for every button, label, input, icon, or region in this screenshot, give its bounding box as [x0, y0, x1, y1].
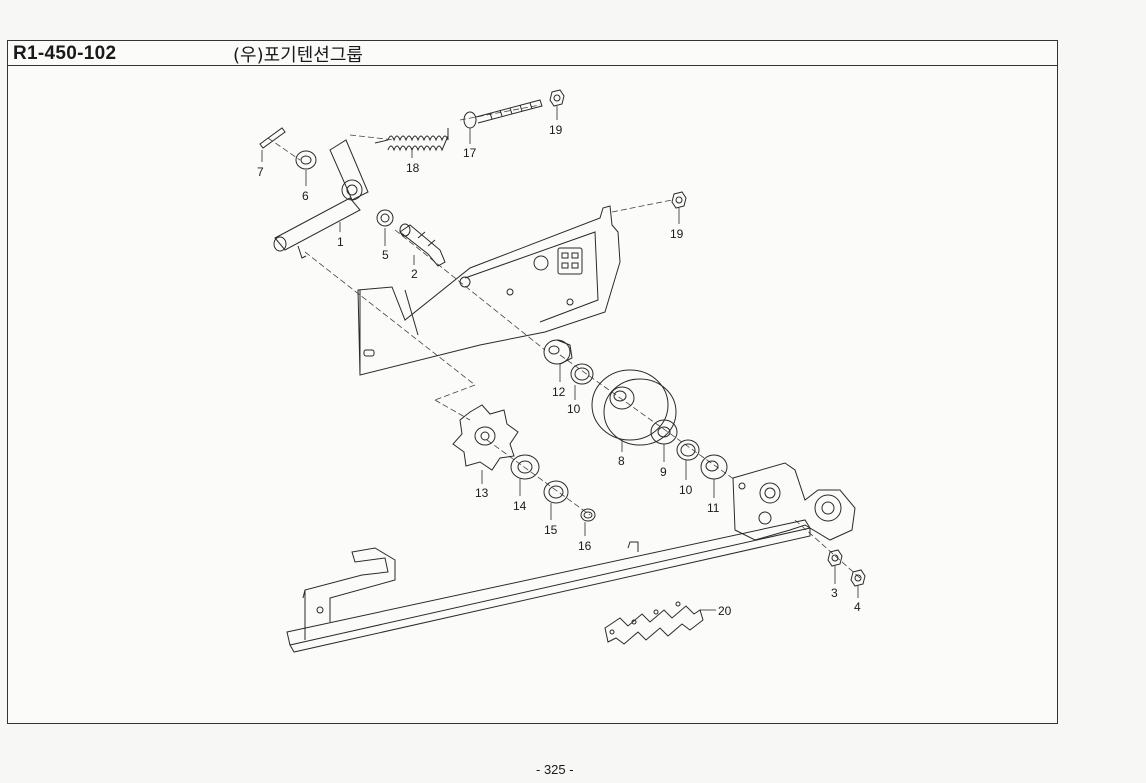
- part-3-nut: [827, 549, 843, 567]
- part-7-cotter-pin: [259, 127, 286, 149]
- label-part-7: 7: [257, 165, 264, 179]
- label-part-8: 8: [618, 454, 625, 468]
- drawing-code: R1-450-102: [13, 43, 117, 64]
- part-1-lever: [273, 139, 369, 259]
- label-part-2: 2: [411, 267, 418, 281]
- label-part-16: 16: [578, 539, 592, 553]
- assembly-guide-lines: [267, 104, 861, 579]
- part-19-nut-top: [549, 89, 565, 107]
- part-20-chain: [604, 601, 704, 645]
- leader-lines: [261, 106, 859, 611]
- label-part-19-top: 19: [549, 123, 563, 137]
- part-12-spacer: [543, 339, 573, 365]
- label-part-1: 1: [337, 235, 344, 249]
- label-part-20: 20: [718, 604, 732, 618]
- right-end-bracket: [732, 462, 856, 541]
- part-19-nut-right: [671, 191, 687, 209]
- title-bar: R1-450-102 (우)포기텐션그룹: [8, 41, 1057, 66]
- label-part-15: 15: [544, 523, 558, 537]
- label-part-3: 3: [831, 586, 838, 600]
- label-part-10-b: 10: [679, 483, 693, 497]
- label-part-12: 12: [552, 385, 566, 399]
- part-labels: 7 6 1 5 2 18 17 19 19 12 10 8 9 10 11 13…: [257, 123, 861, 618]
- part-10-snap-ring-b: [676, 439, 700, 461]
- part-8-pulley: [591, 369, 677, 446]
- label-part-19-right: 19: [670, 227, 684, 241]
- part-10-snap-ring-a: [570, 363, 594, 385]
- label-part-6: 6: [302, 189, 309, 203]
- part-15-snap-ring: [543, 480, 569, 504]
- part-4-nut: [850, 569, 866, 587]
- label-part-11: 11: [707, 501, 720, 515]
- label-part-13: 13: [475, 486, 489, 500]
- label-part-17: 17: [463, 146, 477, 160]
- label-part-5: 5: [382, 248, 389, 262]
- part-11-bushing: [700, 454, 728, 480]
- drawing-sheet: R1-450-102 (우)포기텐션그룹: [7, 40, 1058, 724]
- label-part-10-a: 10: [567, 402, 581, 416]
- part-5-bushing: [376, 209, 394, 227]
- part-6-washer: [295, 150, 317, 170]
- drawing-title: (우)포기텐션그룹: [233, 45, 363, 66]
- part-14-bearing: [510, 454, 540, 480]
- label-part-9: 9: [660, 465, 667, 479]
- part-13-star-knob: [452, 404, 519, 471]
- part-2-shaft: [399, 223, 446, 267]
- part-17-threaded-rod: [463, 99, 543, 129]
- page-number: - 325 -: [536, 762, 574, 777]
- side-frame-plate: [357, 205, 621, 376]
- bottom-rail: [286, 519, 811, 653]
- part-16-retaining-ring: [580, 508, 596, 522]
- label-part-14: 14: [513, 499, 527, 513]
- label-part-4: 4: [854, 600, 861, 614]
- label-part-18: 18: [406, 161, 420, 175]
- part-18-spring: [374, 128, 449, 152]
